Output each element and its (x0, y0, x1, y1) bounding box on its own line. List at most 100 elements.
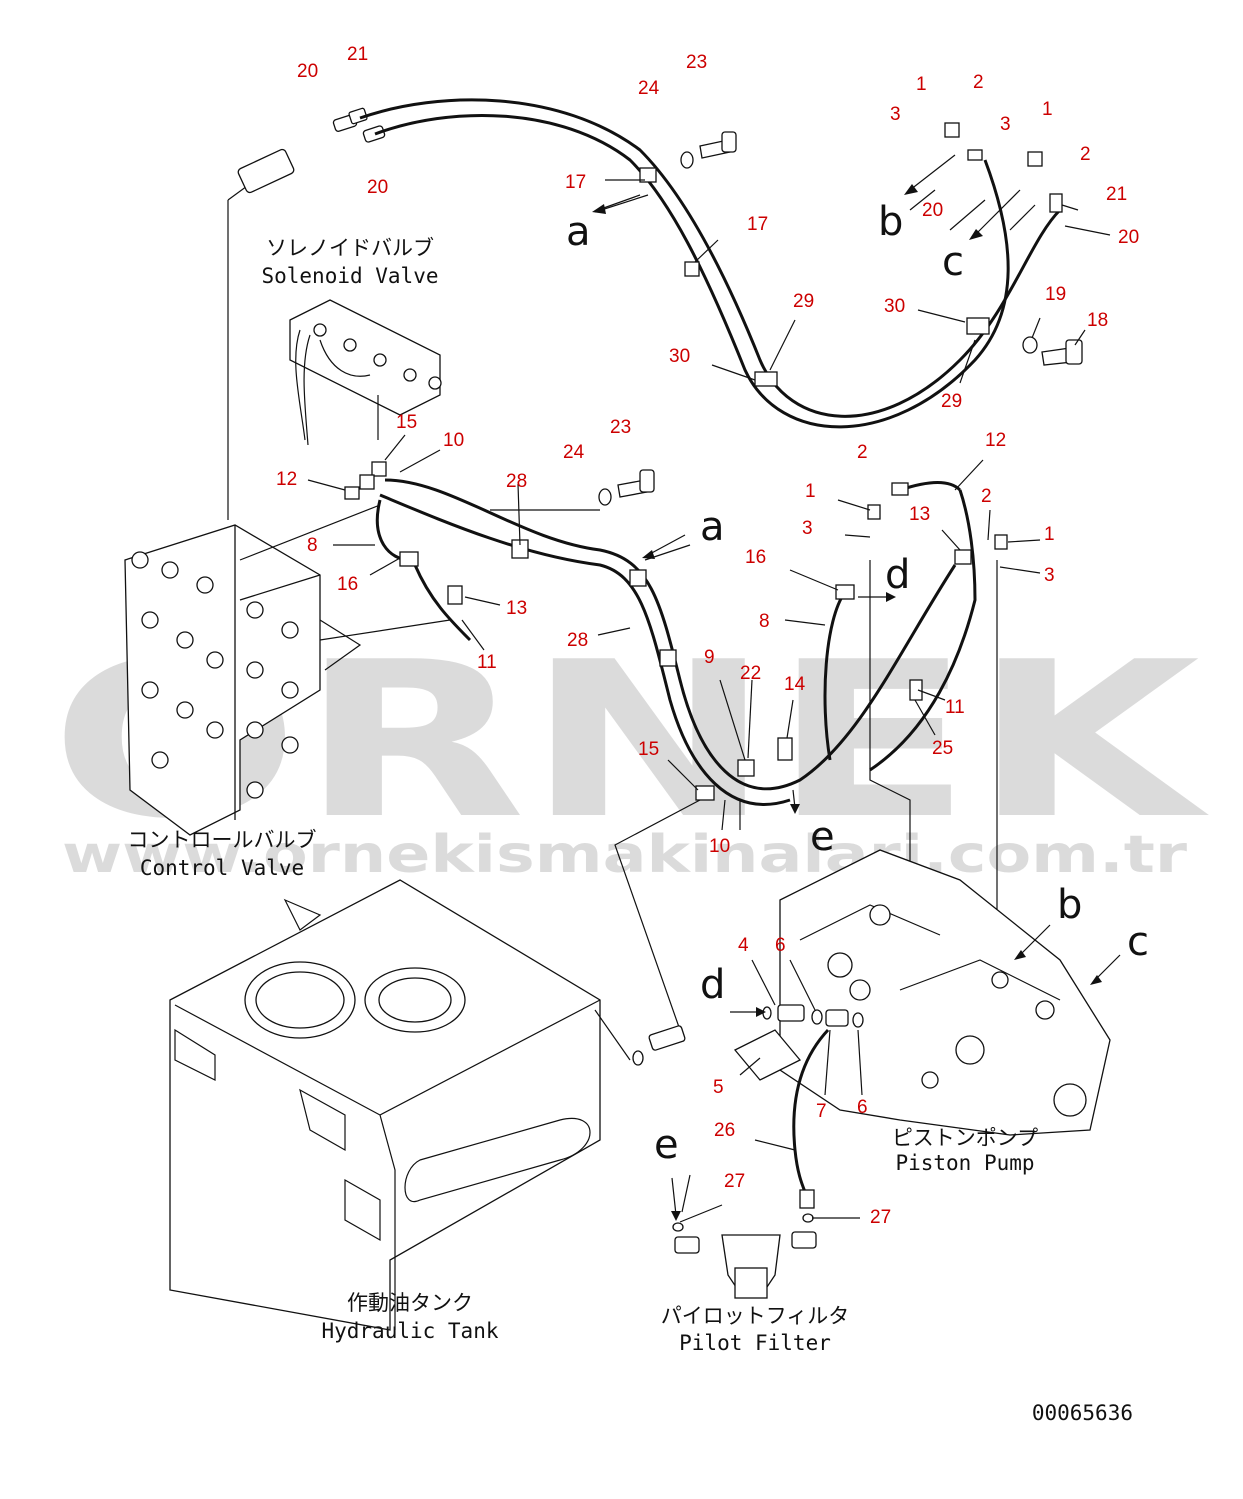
piston-pump: ピストンポンプ Piston Pump (733, 849, 1111, 1209)
callout-8: 8 (759, 611, 770, 632)
callout-16: 16 (337, 574, 358, 595)
callout-22: 22 (740, 663, 761, 684)
callout-29: 29 (793, 291, 814, 312)
callout-24: 24 (563, 442, 585, 463)
callout-5: 5 (713, 1077, 724, 1098)
callout-24: 24 (638, 78, 660, 99)
control-valve-jp-caption: コントロールバルブ (128, 828, 317, 852)
o-ring-27b (802, 1213, 814, 1223)
connection-letter-a: a (566, 209, 591, 255)
pilot-filter-jp-caption: パイロットフィルタ (661, 1304, 850, 1328)
callout-11: 11 (477, 652, 497, 673)
callout-28: 28 (506, 471, 527, 492)
pilot-filter-en-caption: Pilot Filter (679, 1331, 831, 1355)
tank-body (169, 879, 601, 1331)
callout-21: 21 (1106, 184, 1127, 205)
washer-24a (680, 151, 694, 169)
callout-12: 12 (985, 430, 1006, 451)
callout-30: 30 (669, 346, 690, 367)
callout-16: 16 (745, 547, 766, 568)
fitting-20d (967, 149, 983, 161)
hose-end-26 (799, 1189, 815, 1209)
callout-8: 8 (307, 535, 318, 556)
solenoid-valve: ソレノイドバルブ Solenoid Valve (261, 236, 442, 446)
callout-3: 3 (890, 104, 901, 125)
callout-2: 2 (973, 72, 984, 93)
middle-hose-assembly (344, 461, 1008, 1031)
callout-27: 27 (724, 1171, 745, 1192)
callout-28: 28 (567, 630, 588, 651)
callout-13: 13 (506, 598, 527, 619)
drawing-number: 00065636 (1032, 1401, 1133, 1425)
callout-30: 30 (884, 296, 905, 317)
clamp-25 (909, 679, 923, 701)
callout-1: 1 (805, 481, 816, 502)
solenoid-fitting (237, 148, 295, 194)
filter-element (734, 1267, 768, 1299)
fitting-13b (954, 549, 972, 565)
solenoid-jp-caption: ソレノイドバルブ (266, 236, 434, 260)
upper-hose-assembly (227, 98, 1083, 520)
bolt-head-18 (1065, 339, 1083, 365)
callout-11: 11 (945, 697, 965, 718)
connection-letter-d: d (700, 962, 725, 1008)
callout-20: 20 (367, 177, 388, 198)
washer-19 (1022, 336, 1038, 354)
callout-2: 2 (857, 442, 868, 463)
callout-3: 3 (802, 518, 813, 539)
fitting-16a (399, 551, 419, 567)
callout-1: 1 (1044, 524, 1055, 545)
piston-pump-en-caption: Piston Pump (895, 1151, 1034, 1175)
connection-letter-a: a (700, 504, 725, 550)
fitting-7 (825, 1009, 849, 1027)
fitting-2c (891, 482, 909, 496)
connection-letter-b: b (1057, 882, 1082, 928)
callout-6: 6 (857, 1097, 868, 1118)
callout-26: 26 (714, 1120, 735, 1141)
connection-letter-b: b (878, 199, 903, 245)
callout-12: 12 (276, 469, 297, 490)
callout-13: 13 (909, 504, 930, 525)
watermark: ÖRNEK www.ornekismakinalari.com.tr (50, 615, 1210, 885)
callout-23: 23 (686, 52, 707, 73)
callout-4: 4 (738, 935, 749, 956)
pump-body (779, 849, 1111, 1136)
callout-1: 1 (916, 74, 927, 95)
callout-10: 10 (709, 836, 730, 857)
control-valve-body (124, 524, 321, 836)
callout-15: 15 (638, 739, 659, 760)
callout-6: 6 (775, 935, 786, 956)
callout-3: 3 (1044, 565, 1055, 586)
callout-20: 20 (1118, 227, 1139, 248)
fitting-16b (835, 584, 855, 600)
callout-15: 15 (396, 412, 417, 433)
o-ring-6 (811, 1009, 823, 1025)
clamp-30a (754, 371, 778, 387)
clamp-9 (737, 759, 755, 777)
o-ring-6b (852, 1012, 864, 1028)
clamp-17b (684, 261, 700, 277)
callout-numbers: 20 21 20 23 24 17 17 1 2 3 3 1 2 21 20 2… (276, 44, 1139, 1228)
clamp-28c (659, 649, 677, 667)
callout-17: 17 (565, 172, 586, 193)
hydraulic-tank-jp-caption: 作動油タンク (347, 1291, 473, 1315)
solenoid-body (289, 299, 441, 416)
callout-20: 20 (297, 61, 318, 82)
elbow-1a (944, 122, 960, 138)
piston-pump-jp-caption: ピストンポンプ (892, 1126, 1038, 1150)
callout-14: 14 (784, 674, 806, 695)
elbow-1b (1027, 151, 1043, 167)
callout-7: 7 (816, 1101, 827, 1122)
hydraulic-tank: 作動油タンク Hydraulic Tank (169, 879, 686, 1343)
connection-letter-d: d (885, 552, 910, 598)
fitting-21b (1049, 193, 1063, 213)
callout-18: 18 (1087, 310, 1108, 331)
fitting-13a (447, 585, 463, 605)
connection-letter-c: c (942, 239, 964, 285)
fitting-21a (348, 107, 368, 125)
control-valve-en-caption: Control Valve (140, 856, 304, 880)
fitting-12b (344, 486, 360, 500)
connection-letter-e: e (654, 1122, 679, 1168)
washer-24b (598, 488, 612, 506)
